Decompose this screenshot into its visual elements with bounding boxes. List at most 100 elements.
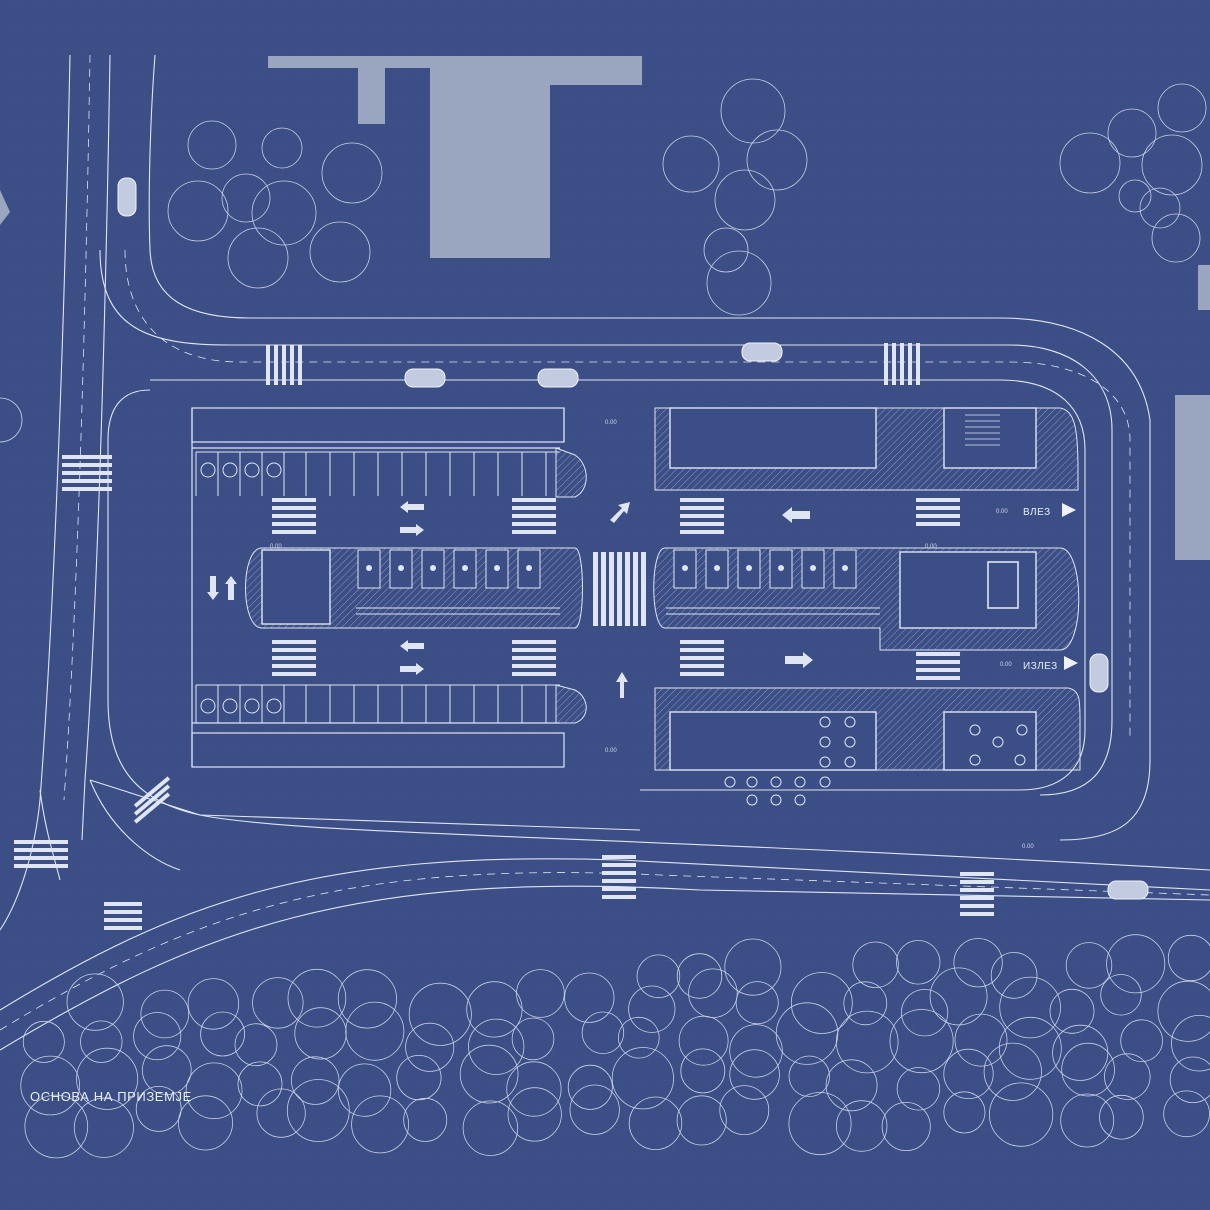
car (117, 177, 137, 217)
tree-canopy (999, 976, 1061, 1039)
tree-canopy (140, 989, 190, 1039)
tree-canopy (729, 1049, 780, 1100)
tree-canopy (200, 1011, 246, 1057)
tree-west (0, 397, 23, 443)
wheelchair-icon (430, 565, 436, 571)
level-mark: 0.00 (270, 544, 282, 550)
tree-canopy (403, 1097, 448, 1142)
tree-canopy (881, 1102, 931, 1152)
tree-canopy (1099, 1094, 1144, 1140)
tree-canopy (287, 968, 347, 1028)
arrow-icon (400, 501, 424, 513)
tree-canopy (943, 1091, 986, 1134)
tree-canopy (351, 1095, 410, 1154)
arrow-icon (225, 576, 237, 600)
level-mark: 0.00 (1000, 662, 1012, 668)
tree-canopy (337, 969, 397, 1029)
tree-canopy (511, 1017, 555, 1061)
wheelchair-icon (526, 565, 532, 571)
tree-canopy (396, 1055, 442, 1101)
arrow-icon (400, 640, 424, 652)
tree-canopy (1167, 934, 1210, 982)
tree-canopy (468, 1018, 525, 1075)
arrow-icon (782, 507, 810, 523)
ticket-office (987, 561, 1019, 609)
zebra-crossing (916, 652, 960, 680)
zebra-crossing-south-west-3 (133, 776, 171, 824)
zebra-crossing-south-road-1 (602, 855, 636, 899)
wheelchair-icon (682, 565, 688, 571)
tree-canopy (66, 973, 124, 1031)
tree-canopy (1106, 934, 1166, 994)
tree-canopy (133, 1012, 182, 1061)
zebra-crossing (680, 498, 724, 534)
trees-south (20, 934, 1210, 1159)
tree-canopy (24, 1094, 89, 1159)
wheelchair-icon (778, 565, 784, 571)
pedestrian-crossings (14, 343, 994, 930)
entry-triangle-icon (1062, 503, 1076, 517)
cafe-south (669, 711, 877, 771)
arrow-icon (400, 663, 424, 675)
tree-canopy (567, 1064, 613, 1110)
entrance-label: ВЛЕЗ (1023, 507, 1051, 518)
tree-canopy (1049, 988, 1095, 1034)
tree-canopy (735, 981, 779, 1025)
level-mark: 0.00 (925, 544, 937, 550)
wheelchair-icon (714, 565, 720, 571)
tree-canopy (1157, 980, 1210, 1042)
tree-canopy (459, 1044, 519, 1104)
tree-canopy (20, 1055, 81, 1116)
tree-canopy (983, 1042, 1042, 1101)
zebra-crossing (272, 640, 316, 676)
wheelchair-icon (810, 565, 816, 571)
zebra-crossing (512, 640, 556, 676)
existing-building-north (268, 56, 642, 258)
tree-canopy (187, 978, 240, 1030)
existing-building-west (0, 190, 10, 225)
bench-row-east (666, 607, 880, 615)
tree-canopy (1065, 942, 1113, 989)
car (404, 368, 446, 388)
tree-canopy (836, 1100, 888, 1152)
tree-canopy (628, 1096, 683, 1150)
wheelchair-icon (366, 565, 372, 571)
existing-buildings (0, 56, 1210, 560)
tree-canopy (177, 1095, 233, 1151)
tree-canopy (788, 1055, 830, 1097)
arrow-icon (610, 502, 630, 523)
arrow-icon (207, 576, 219, 600)
wheelchair-icon (398, 565, 404, 571)
cafe-tables (724, 716, 1028, 806)
trees-north (167, 78, 1207, 316)
tree-canopy (788, 1092, 852, 1156)
tree-canopy (825, 1059, 878, 1112)
arrow-icon (616, 672, 628, 698)
tree-canopy (73, 1097, 134, 1158)
tree-canopy (256, 1088, 306, 1138)
car (1107, 880, 1149, 900)
tree-canopy (345, 1001, 405, 1061)
tree-canopy (988, 1082, 1054, 1147)
seating-grid (965, 414, 1000, 446)
tree-canopy (790, 972, 853, 1034)
level-mark: 0.00 (996, 509, 1008, 515)
tree-canopy (286, 1079, 350, 1142)
tree-canopy (76, 1047, 139, 1110)
tree-canopy (998, 1016, 1062, 1080)
tree-canopy (581, 1011, 625, 1055)
tree-canopy (405, 1022, 455, 1072)
tree-canopy (676, 1095, 727, 1146)
plan-caption: ОСНОВА НА ПРИЗЕМЈЕ (30, 1089, 192, 1104)
shops-north (669, 407, 877, 469)
terminal-core-west (261, 549, 331, 625)
tree-canopy (896, 1067, 941, 1111)
zebra-crossing-north-road-1 (266, 345, 302, 385)
vehicles (117, 177, 1149, 900)
wheelchair-icon (746, 565, 752, 571)
tree-canopy (294, 1007, 347, 1060)
tree-canopy (943, 1048, 994, 1100)
arrow-icon (400, 524, 424, 536)
tree-canopy (1120, 1019, 1163, 1062)
